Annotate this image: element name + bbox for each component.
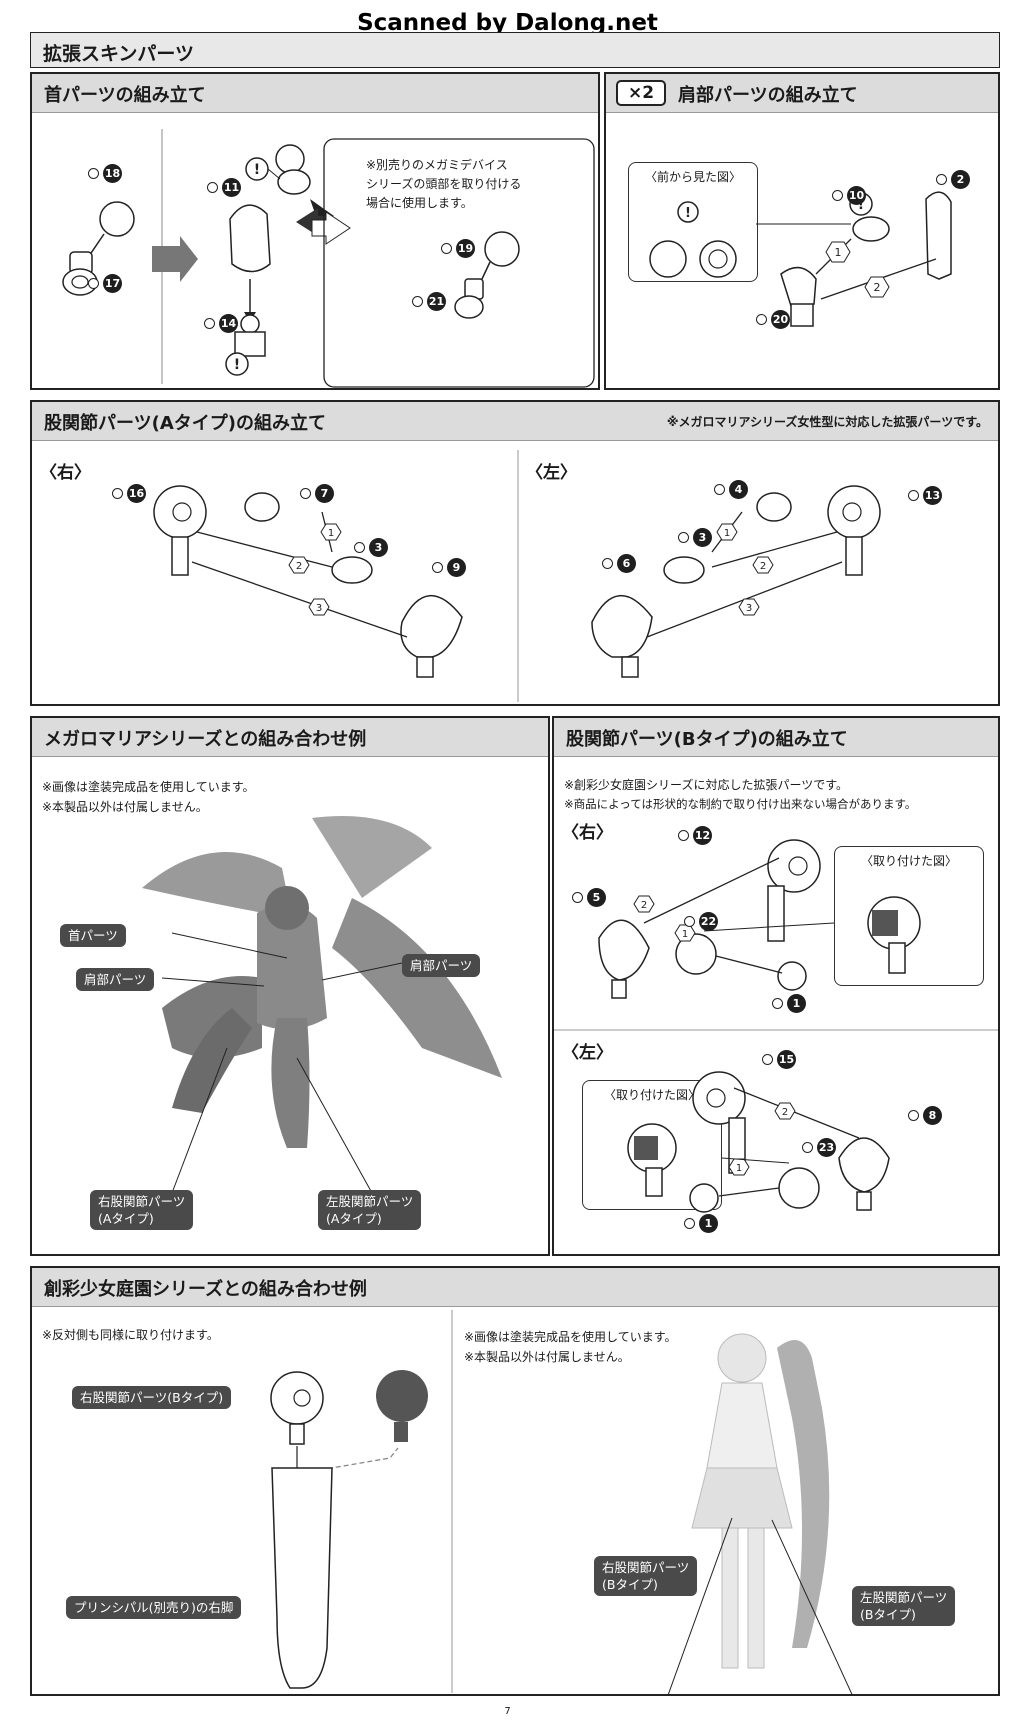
front-view-inset-title: 〈前から見た図〉 (644, 170, 741, 184)
svg-text:2: 2 (782, 1107, 788, 1118)
svg-text:1: 1 (328, 528, 334, 539)
part-3-right: 3 (354, 538, 388, 557)
sousai-right-note-1: ※画像は塗装完成品を使用しています。 (464, 1330, 677, 1344)
part-5: 5 (572, 888, 606, 907)
sousai-right-note-2: ※本製品以外は付属しません。 (464, 1350, 630, 1364)
sousai-left-note: ※反対側も同様に取り付けます。 (42, 1328, 219, 1342)
label-shoulder-right: 肩部パーツ (402, 954, 481, 977)
part-11: 11 (207, 178, 241, 197)
megalomaria-figure-photo (142, 816, 502, 1194)
svg-text:3: 3 (316, 603, 322, 614)
svg-text:!: ! (254, 162, 260, 178)
label-neck-part: 首パーツ (60, 924, 126, 947)
hip-b-note-2: ※商品によっては形状的な制約で取り付け出来ない場合があります。 (564, 797, 917, 811)
part-15: 15 (762, 1050, 796, 1069)
part-23: 23 (802, 1138, 836, 1157)
hip-b-right-label: 〈右〉 (562, 823, 613, 843)
label-hip-a-right: 右股関節パーツ (Aタイプ) (90, 1190, 194, 1230)
megalo-panel-title: メガロマリアシリーズとの組み合わせ例 (44, 729, 367, 750)
part-6: 6 (602, 554, 636, 573)
label-hip-b-right-top: 右股関節パーツ(Bタイプ) (72, 1386, 232, 1409)
sousai-panel-title: 創彩少女庭園シリーズとの組み合わせ例 (44, 1279, 367, 1300)
part-10: 10 (832, 186, 866, 205)
scan-watermark: Scanned by Dalong.net (357, 10, 658, 36)
section-title-bar: 拡張スキンパーツ (30, 32, 1000, 68)
label-principal-leg: プリンシパル(別売り)の右脚 (66, 1596, 242, 1619)
megalo-note-1: ※画像は塗装完成品を使用しています。 (42, 780, 255, 794)
svg-text:2: 2 (641, 900, 647, 911)
hip-b-note-1: ※創彩少女庭園シリーズに対応した拡張パーツです。 (564, 778, 849, 792)
part-2: 2 (936, 170, 970, 189)
hip-a-left-label: 〈左〉 (526, 463, 577, 483)
neck-diagram: ! ! (62, 129, 595, 388)
hip-b-right-inset-title: 〈取り付けた図〉 (860, 854, 957, 868)
part-19: 19 (441, 239, 475, 258)
part-9: 9 (432, 558, 466, 577)
section-title: 拡張スキンパーツ (43, 43, 195, 65)
part-8: 8 (908, 1106, 942, 1125)
label-shoulder-left: 肩部パーツ (76, 968, 155, 991)
part-1-right: 1 (772, 994, 806, 1013)
part-16: 16 (112, 484, 146, 503)
shoulder-diagram: ! ! 1 2 (649, 191, 952, 327)
neck-note: ※別売りのメガミデバイス シリーズの頭部を取り付ける 場合に使用します。 (366, 158, 522, 210)
sousai-diagram (270, 1310, 853, 1694)
hip-b-diagram: 2 1 2 1 (554, 839, 998, 1213)
part-12: 12 (678, 826, 712, 845)
svg-text:1: 1 (724, 528, 730, 539)
hip-a-panel-header: 股関節パーツ(Aタイプ)の組み立て ※メガロマリアシリーズ女性型に対応した拡張パ… (32, 402, 998, 441)
label-hip-b-right: 右股関節パーツ (Bタイプ) (594, 1556, 698, 1596)
megalo-note-2: ※本製品以外は付属しません。 (42, 800, 208, 814)
svg-text:1: 1 (736, 1163, 742, 1174)
shoulder-panel-title: 肩部パーツの組み立て (678, 85, 858, 106)
sousai-example-panel: 創彩少女庭園シリーズとの組み合わせ例 ※反対側も同様に取り付けます。 ※画像は塗… (30, 1266, 1000, 1696)
neck-panel-title: 首パーツの組み立て (44, 85, 206, 106)
part-1-left: 1 (684, 1214, 718, 1233)
hip-b-panel-title: 股関節パーツ(Bタイプ)の組み立て (566, 729, 848, 750)
svg-text:1: 1 (835, 246, 842, 259)
svg-text:3: 3 (746, 603, 752, 614)
sousai-panel-header: 創彩少女庭園シリーズとの組み合わせ例 (32, 1268, 998, 1307)
svg-text:2: 2 (296, 561, 302, 572)
hip-a-right-label: 〈右〉 (40, 463, 91, 483)
shoulder-assembly-panel: ×2 肩部パーツの組み立て 〈前から見た図〉 ! ! 1 2 10 2 20 (604, 72, 1000, 390)
megalomaria-example-panel: メガロマリアシリーズとの組み合わせ例 ※画像は塗装完成品を使用しています。 ※本… (30, 716, 550, 1256)
page-number: 7 (504, 1706, 511, 1717)
svg-text:!: ! (858, 197, 864, 213)
svg-text:1: 1 (682, 929, 688, 940)
neck-assembly-panel: 首パーツの組み立て ! ! ※別売りのメガミデバイス シリーズの頭部を取り付ける… (30, 72, 600, 390)
hip-a-note: ※メガロマリアシリーズ女性型に対応した拡張パーツです。 (666, 415, 988, 429)
part-22: 22 (684, 912, 718, 931)
part-17: 17 (88, 274, 122, 293)
part-21: 21 (412, 292, 446, 311)
hip-a-assembly-panel: 股関節パーツ(Aタイプ)の組み立て ※メガロマリアシリーズ女性型に対応した拡張パ… (30, 400, 1000, 706)
label-hip-a-left: 左股関節パーツ (Aタイプ) (318, 1190, 422, 1230)
hip-a-diagram: 1 2 3 1 2 3 (153, 450, 881, 702)
part-20: 20 (756, 310, 790, 329)
part-4: 4 (714, 480, 748, 499)
neck-panel-header: 首パーツの組み立て (32, 74, 598, 113)
svg-text:2: 2 (760, 561, 766, 572)
part-3-left: 3 (678, 528, 712, 547)
svg-text:!: ! (685, 206, 691, 221)
label-hip-b-left: 左股関節パーツ (Bタイプ) (852, 1586, 956, 1626)
svg-text:!: ! (234, 357, 240, 373)
part-18: 18 (88, 164, 122, 183)
hip-a-panel-title: 股関節パーツ(Aタイプ)の組み立て (44, 413, 327, 434)
shoulder-panel-header: ×2 肩部パーツの組み立て (606, 74, 998, 113)
hip-b-left-inset-title: 〈取り付けた図〉 (603, 1088, 700, 1102)
megalo-panel-header: メガロマリアシリーズとの組み合わせ例 (32, 718, 548, 757)
svg-text:2: 2 (874, 281, 881, 294)
part-13: 13 (908, 486, 942, 505)
hip-b-panel-header: 股関節パーツ(Bタイプ)の組み立て (554, 718, 998, 757)
hip-b-assembly-panel: 股関節パーツ(Bタイプ)の組み立て ※創彩少女庭園シリーズに対応した拡張パーツで… (552, 716, 1000, 1256)
part-7: 7 (300, 484, 334, 503)
quantity-badge: ×2 (616, 80, 666, 106)
part-14: 14 (204, 314, 238, 333)
hip-b-left-label: 〈左〉 (562, 1043, 613, 1063)
